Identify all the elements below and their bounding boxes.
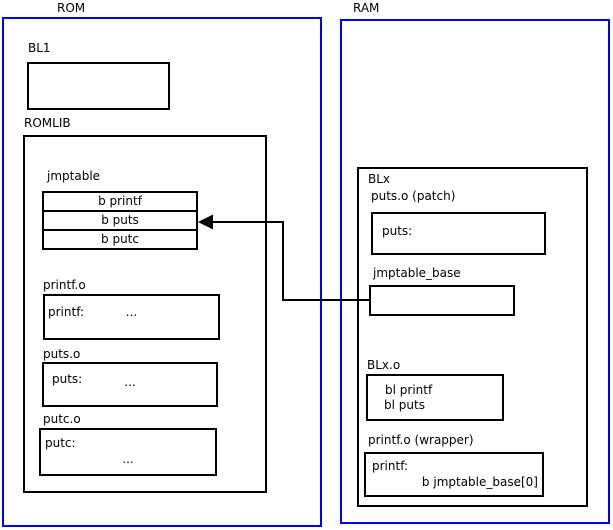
jmptable-base-label: jmptable_base bbox=[373, 266, 461, 280]
printf-o-box: printf: ... bbox=[43, 294, 220, 340]
printf-ellipsis: ... bbox=[125, 305, 138, 319]
putc-symbol: putc: bbox=[45, 436, 76, 450]
puts-o-box: puts: ... bbox=[42, 362, 218, 407]
jmptable-rows: b printf b puts b putc bbox=[42, 191, 198, 250]
blx-o-label: BLx.o bbox=[367, 358, 401, 372]
puts-symbol: puts: bbox=[52, 372, 83, 386]
puts-ellipsis: ... bbox=[124, 375, 136, 389]
puts-patch-symbol: puts: bbox=[382, 224, 413, 238]
blx-o-line-1: bl printf bbox=[385, 383, 433, 397]
ram-region-label: RAM bbox=[353, 1, 380, 15]
bl1-label: BL1 bbox=[28, 41, 51, 55]
printf-wrapper-label: printf.o (wrapper) bbox=[368, 433, 474, 447]
printf-wrapper-instruction: b jmptable_base[0] bbox=[421, 475, 538, 489]
putc-o-box: putc: ... bbox=[39, 428, 217, 476]
puts-patch-label: puts.o (patch) bbox=[371, 189, 456, 203]
bl1-box bbox=[27, 62, 170, 110]
putc-o-label: putc.o bbox=[43, 412, 81, 426]
puts-patch-box: puts: bbox=[371, 212, 546, 255]
printf-wrapper-symbol: printf: bbox=[372, 459, 409, 473]
printf-symbol: printf: bbox=[48, 305, 85, 319]
jmptable-base-box bbox=[369, 285, 515, 316]
rom-region-label: ROM bbox=[57, 1, 86, 15]
putc-ellipsis: ... bbox=[122, 452, 134, 466]
jmptable-row-puts: b puts bbox=[42, 210, 198, 231]
blx-label: BLx bbox=[368, 172, 391, 186]
printf-wrapper-box: printf: b jmptable_base[0] bbox=[364, 452, 544, 497]
romlib-label: ROMLIB bbox=[24, 116, 71, 130]
jmptable-label: jmptable bbox=[47, 169, 101, 183]
blx-o-line-2: bl puts bbox=[384, 398, 425, 412]
jmptable-row-putc: b putc bbox=[42, 229, 198, 250]
blx-o-box: bl printf bl puts bbox=[366, 374, 504, 421]
puts-o-label: puts.o bbox=[43, 347, 81, 361]
jmptable-row-printf: b printf bbox=[42, 191, 198, 212]
printf-o-label: printf.o bbox=[43, 278, 86, 292]
